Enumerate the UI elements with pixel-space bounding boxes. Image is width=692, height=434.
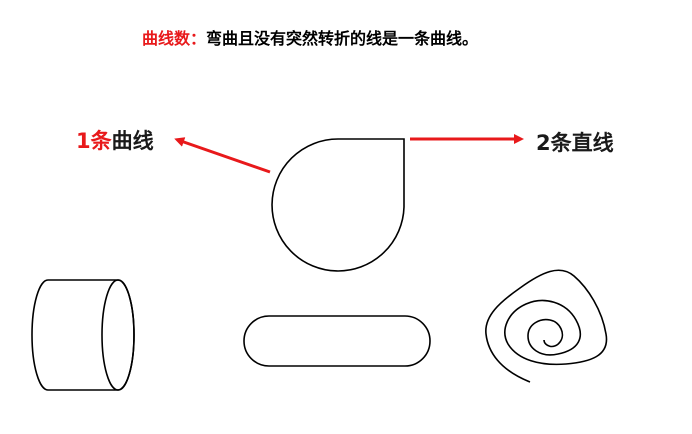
arrow-to-curve-label [174, 137, 271, 174]
definition-body: 弯曲且没有突然转折的线是一条曲线。 [206, 29, 479, 48]
label-one-curve-count: 1条 [76, 129, 112, 153]
definition-term: 曲线数： [142, 29, 207, 48]
label-two-straight-lines: 2条直线 [536, 131, 614, 155]
teardrop-shape [271, 138, 405, 272]
definition-text: 曲线数：弯曲且没有突然转折的线是一条曲线。 [142, 25, 478, 49]
label-one-curve-word: 曲线 [111, 129, 154, 153]
capsule-shape [243, 315, 431, 367]
label-one-curve: 1条曲线 [76, 125, 154, 155]
cylinder-shape [31, 279, 135, 391]
spiral-shape [485, 269, 608, 383]
